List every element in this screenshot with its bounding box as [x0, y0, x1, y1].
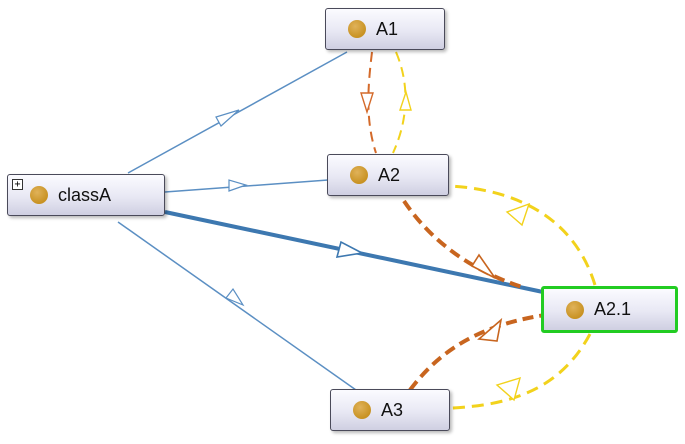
node-label: classA: [58, 184, 112, 205]
node-classA[interactable]: + classA: [7, 174, 165, 216]
individual-icon: [350, 166, 368, 184]
individual-icon: [353, 401, 371, 419]
expand-toggle-icon[interactable]: +: [12, 179, 23, 190]
edge-classA-A2: [164, 179, 329, 193]
edge-A21-A2-yellow: [449, 184, 597, 286]
arrow-classA-A2: [228, 179, 248, 192]
node-A1[interactable]: A1: [325, 8, 445, 50]
node-A3[interactable]: A3: [330, 389, 450, 431]
edge-A21-A3-yellow: [451, 333, 592, 410]
arrow-A21-A2-yellow: [505, 202, 531, 227]
edge-classA-A1: [127, 51, 348, 174]
node-label: A1: [376, 18, 399, 39]
edge-A2-A21-orange: [402, 199, 523, 289]
individual-icon: [30, 186, 48, 204]
arrow-classA-A3: [225, 287, 245, 307]
node-label: A2.1: [594, 299, 632, 319]
arrow-A3-A21-orange: [477, 317, 503, 342]
edge-A3-A21-orange: [408, 313, 546, 392]
arrow-A2-A21-orange: [470, 253, 496, 279]
arrow-A21-A3-yellow: [495, 376, 522, 402]
arrow-A2-A1-yellow: [399, 89, 412, 111]
arrow-classA-A1: [215, 109, 240, 127]
node-A2[interactable]: A2: [327, 154, 449, 196]
node-label: A3: [381, 399, 404, 420]
node-label: A2: [378, 164, 401, 185]
node-A2-1[interactable]: A2.1: [541, 286, 678, 333]
individual-icon: [566, 300, 584, 319]
edge-classA-A3: [117, 221, 357, 391]
arrow-A1-A2-orange: [360, 92, 374, 115]
individual-icon: [348, 20, 366, 38]
arrow-classA-A21: [335, 240, 365, 258]
